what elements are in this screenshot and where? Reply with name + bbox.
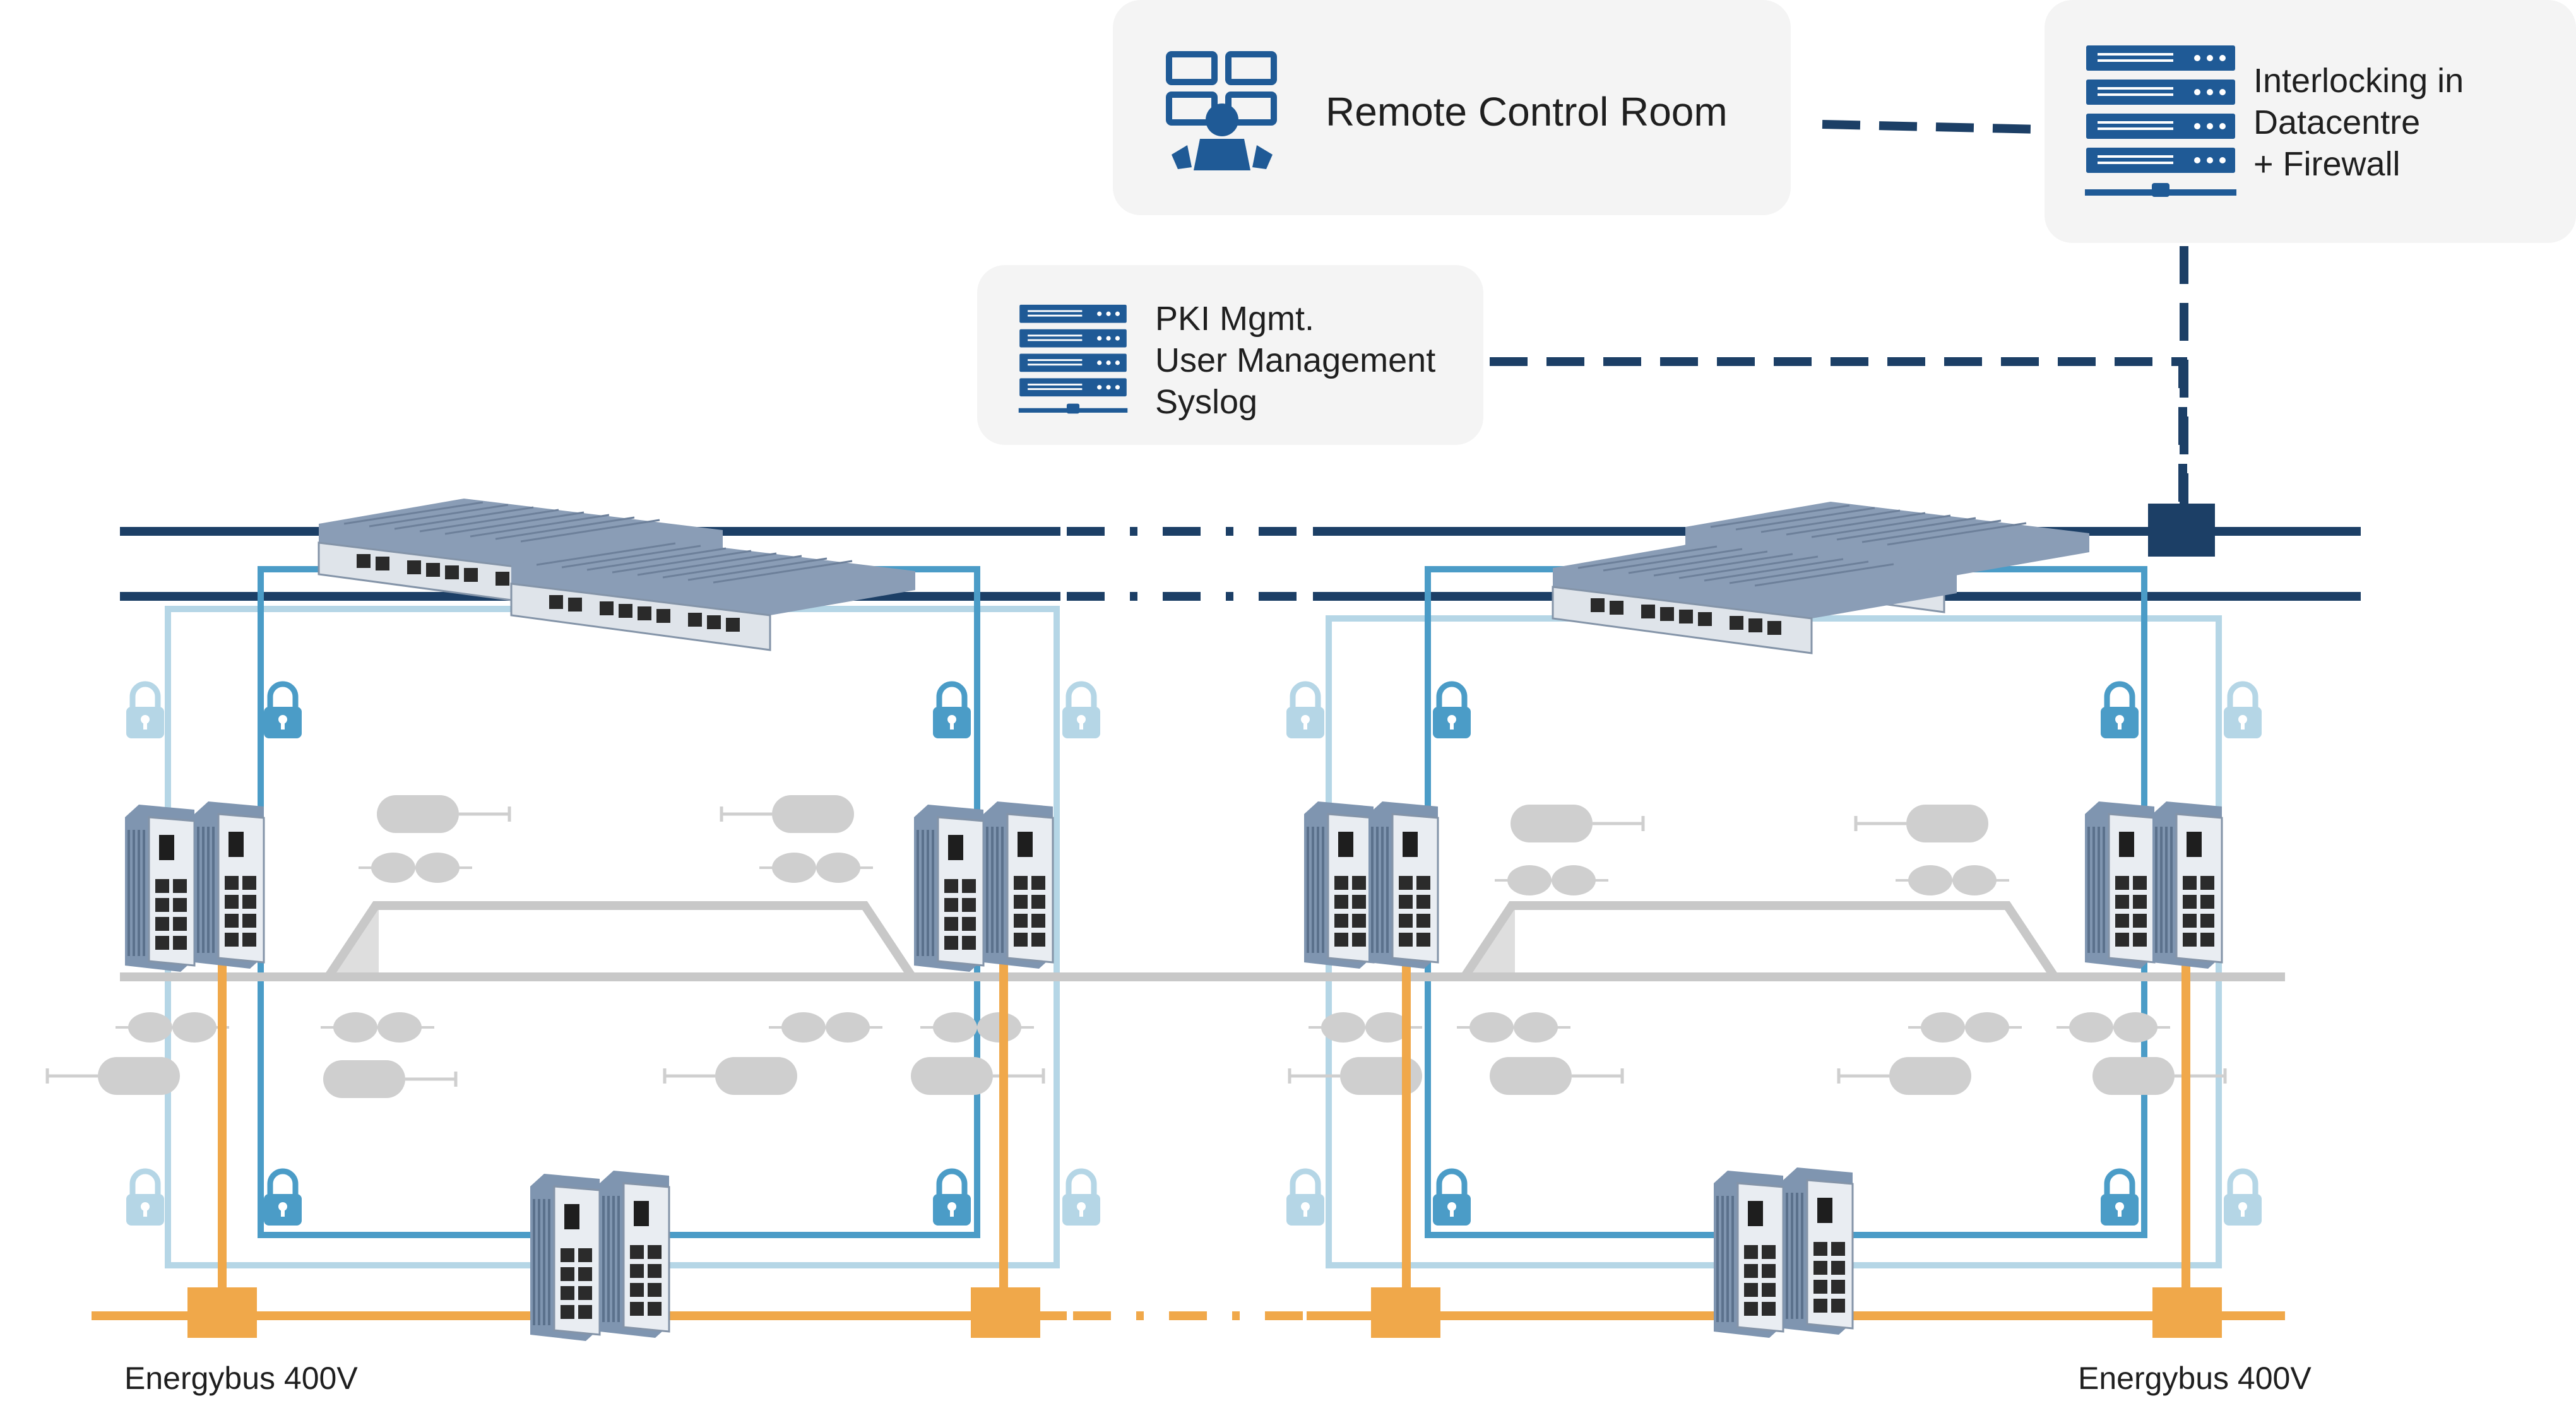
energybus-left-label: Energybus 400V — [124, 1361, 358, 1396]
din-rail-switch-icon — [1712, 1169, 1784, 1339]
din-rail-switch-icon — [2084, 800, 2156, 970]
management-links — [1490, 120, 2188, 505]
track-fill — [328, 906, 2055, 977]
din-rail-switch-icon — [124, 803, 196, 973]
lock-icon — [933, 684, 971, 738]
lock-icon — [1062, 684, 1100, 738]
wheelset-icon — [758, 851, 874, 884]
din-rail-switch-icon — [913, 803, 985, 973]
interlocking-card: Interlocking in Datacentre + Firewall — [2045, 0, 2576, 243]
lock-icon — [126, 684, 164, 738]
lock-icon — [1433, 684, 1471, 738]
wheelset-icon — [768, 1011, 884, 1044]
train-signal-icon — [1490, 1057, 1622, 1095]
control-room-icon — [1166, 51, 1277, 170]
din-rail-switch-icon — [193, 800, 265, 970]
lock-icon — [933, 1171, 971, 1226]
train-signal-icon — [323, 1060, 456, 1098]
wheelset-icon — [319, 1011, 436, 1044]
backbone-junction — [2148, 504, 2215, 557]
interlocking-line-1: Interlocking in — [2253, 62, 2464, 100]
din-rail-switch-icon — [2151, 800, 2223, 970]
train-signal-icon — [2092, 1057, 2225, 1095]
train-signal-icon — [665, 1057, 797, 1095]
ring-light — [165, 606, 2222, 1268]
wheelset-icon — [1456, 1011, 1572, 1044]
pki-line-2: User Management — [1155, 341, 1436, 379]
wheelset-icon — [357, 851, 473, 884]
remote-control-room-card: Remote Control Room — [1113, 0, 1791, 215]
interlocking-text: Interlocking in Datacentre + Firewall — [2253, 60, 2464, 185]
interlocking-line-2: Datacentre — [2253, 103, 2421, 141]
train-signal-icon — [1839, 1057, 1971, 1095]
lock-icon — [264, 684, 302, 738]
din-rail-switch-icon — [982, 800, 1054, 970]
energybus-right-label: Energybus 400V — [2078, 1361, 2312, 1396]
backbone-gap — [1067, 527, 1307, 601]
lock-icon — [1433, 1171, 1471, 1226]
wheelset-icon — [2055, 1011, 2171, 1044]
train-signal-icon — [47, 1057, 180, 1095]
rack-switch-icon — [510, 538, 917, 651]
track — [120, 901, 2285, 981]
train-signal-icon — [721, 795, 854, 833]
pki-line-3: Syslog — [1155, 383, 1258, 421]
wheelset-icon — [1493, 864, 1610, 897]
din-rail-switch-icon — [529, 1173, 601, 1342]
interlocking-line-3: + Firewall — [2253, 145, 2401, 183]
train-signal-icon — [911, 1057, 1043, 1095]
pki-line-1: PKI Mgmt. — [1155, 300, 1315, 338]
pki-text: PKI Mgmt. User Management Syslog — [1155, 298, 1435, 423]
link-control-room-to-datacentre — [1822, 120, 2043, 134]
train-signal-icon — [1856, 805, 1988, 842]
pki-card: PKI Mgmt. User Management Syslog — [977, 265, 1483, 445]
lock-icon — [2101, 684, 2139, 738]
locks — [126, 684, 2262, 1226]
lock-icon — [126, 1171, 164, 1226]
din-rail-switch-icon — [1303, 800, 1375, 970]
lock-icon — [264, 1171, 302, 1226]
lock-icon — [2224, 684, 2262, 738]
train-signal-icon — [1511, 805, 1643, 842]
server-rack-icon — [2085, 45, 2236, 197]
lock-icon — [1286, 1171, 1324, 1226]
server-rack-icon — [1018, 304, 1128, 414]
wheelset-icon — [1894, 864, 2010, 897]
din-rail-switch-icon — [598, 1169, 670, 1339]
link-pki-to-backbone — [1490, 357, 2187, 505]
wheelset-icon — [114, 1011, 230, 1044]
lock-icon — [1062, 1171, 1100, 1226]
din-rail-switch-icon — [1782, 1166, 1854, 1336]
lock-icon — [2101, 1171, 2139, 1226]
lock-icon — [2224, 1171, 2262, 1226]
din-rail-switch-icon — [1367, 800, 1439, 970]
train-signal-icon — [377, 795, 509, 833]
lock-icon — [1286, 684, 1324, 738]
remote-control-room-label: Remote Control Room — [1326, 89, 1728, 134]
wheelset-icon — [1907, 1011, 2023, 1044]
rack-switches — [318, 497, 2091, 654]
